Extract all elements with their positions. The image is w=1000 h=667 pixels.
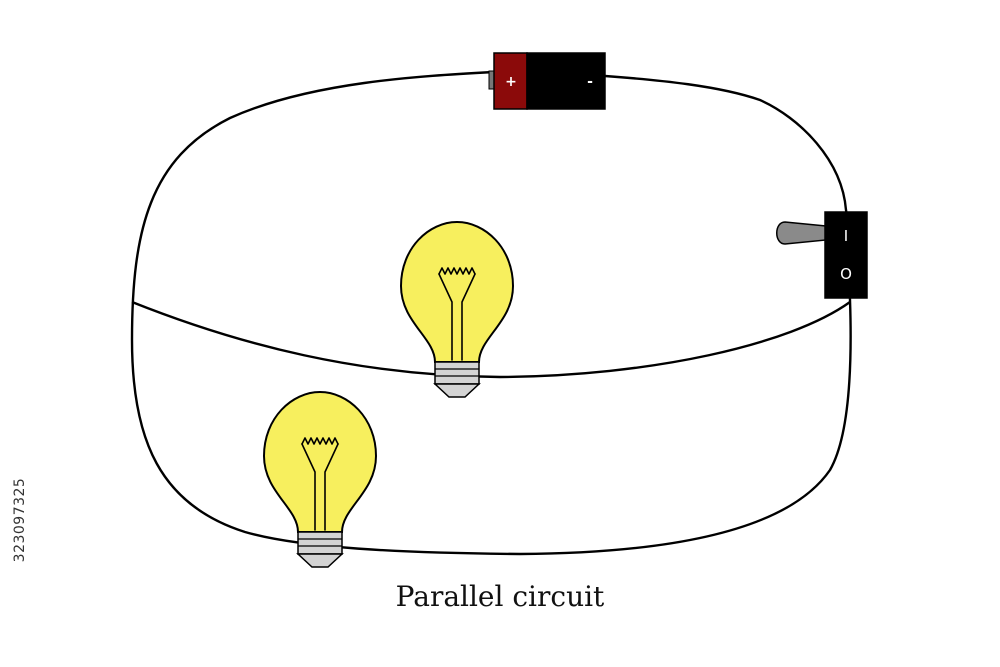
outer-wire-loop bbox=[130, 70, 852, 556]
bulb-base bbox=[434, 361, 480, 385]
bulb-glass bbox=[399, 220, 515, 363]
bulb-filament-support bbox=[438, 273, 476, 361]
battery-minus-label: - bbox=[587, 74, 593, 90]
bulb-filament-support bbox=[301, 443, 339, 531]
battery: + - bbox=[488, 52, 606, 110]
bulb-tip bbox=[433, 383, 481, 398]
battery-negative-terminal bbox=[526, 52, 606, 110]
switch-lever bbox=[776, 221, 827, 245]
battery-plus-label: + bbox=[505, 74, 517, 90]
switch-on-symbol: I bbox=[844, 227, 848, 245]
switch-off-symbol: O bbox=[840, 265, 852, 283]
bulb-base bbox=[297, 531, 343, 555]
bulb-filament bbox=[301, 437, 339, 445]
bulb-tip bbox=[296, 553, 344, 568]
bulb-filament bbox=[438, 267, 476, 275]
light-bulb-upper bbox=[399, 220, 515, 398]
stock-id-label: 323097325 bbox=[12, 420, 28, 620]
switch-body bbox=[824, 211, 868, 299]
light-bulb-lower bbox=[262, 390, 378, 568]
bulb-glass bbox=[262, 390, 378, 533]
stock-id-text: 323097325 bbox=[12, 477, 28, 563]
battery-positive-terminal bbox=[493, 52, 528, 110]
switch: I O bbox=[776, 211, 868, 299]
diagram-caption: Parallel circuit bbox=[395, 580, 605, 613]
parallel-branch-wire bbox=[131, 300, 851, 379]
